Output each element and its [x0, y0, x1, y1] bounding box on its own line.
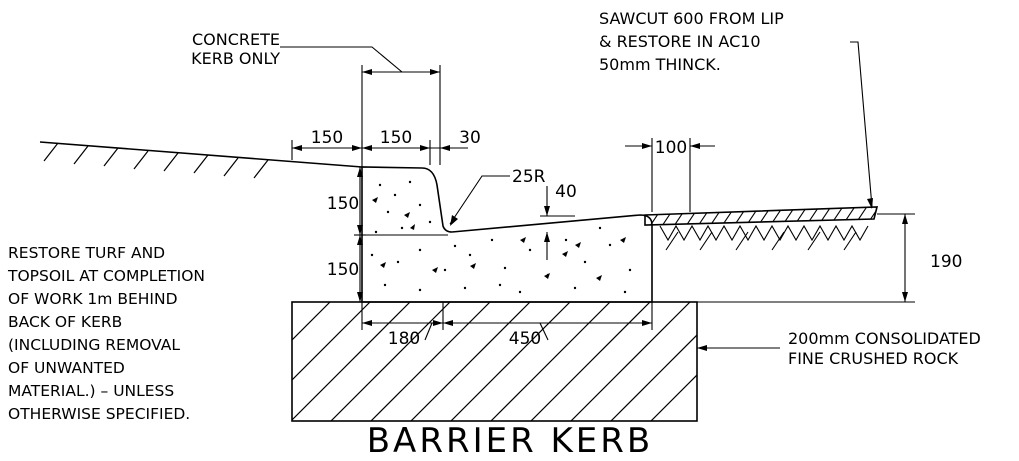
- dim-150-lower: 150: [327, 260, 359, 280]
- dim-190: 190: [930, 252, 962, 272]
- note-line: 200mm CONSOLIDATED: [788, 329, 981, 348]
- dim-25r: 25R: [512, 167, 546, 187]
- note-line: OF WORK 1m BEHIND: [8, 290, 178, 308]
- note-line: OF UNWANTED: [8, 359, 125, 377]
- note-base-course: 200mm CONSOLIDATED FINE CRUSHED ROCK: [788, 329, 981, 368]
- note-line: KERB ONLY: [191, 49, 280, 68]
- dimension-arrows: [292, 69, 908, 351]
- dim-100: 100: [655, 138, 687, 158]
- base-course: [291, 301, 698, 422]
- note-line: SAWCUT 600 FROM LIP: [599, 9, 784, 28]
- note-restore-turf: RESTORE TURF AND TOPSOIL AT COMPLETION O…: [7, 244, 205, 423]
- concrete-aggregate: [370, 180, 632, 294]
- dim-450: 450: [509, 329, 541, 349]
- ac10-surfacing: [644, 206, 879, 251]
- dim-40: 40: [555, 182, 577, 202]
- note-line: CONCRETE: [192, 30, 280, 49]
- drawing-title: BARRIER KERB: [367, 421, 654, 461]
- note-line: OTHERWISE SPECIFIED.: [8, 405, 190, 423]
- natural-ground: [39, 141, 363, 179]
- note-concrete-kerb-only: CONCRETE KERB ONLY: [191, 30, 280, 68]
- dimension-text: 150 150 30 100 25R 40 150 150 190 180 45…: [311, 128, 963, 349]
- note-line: 50mm THINCK.: [599, 55, 721, 74]
- kerb-concrete: [361, 166, 653, 303]
- note-line: RESTORE TURF AND: [8, 244, 165, 262]
- dim-150-left: 150: [311, 128, 343, 148]
- note-line: FINE CRUSHED ROCK: [788, 349, 959, 368]
- note-sawcut: SAWCUT 600 FROM LIP & RESTORE IN AC10 50…: [599, 9, 784, 74]
- dim-180: 180: [388, 329, 420, 349]
- note-line: (INCLUDING REMOVAL: [8, 336, 180, 354]
- note-line: MATERIAL.) – UNLESS: [8, 382, 174, 400]
- dim-30: 30: [459, 128, 481, 148]
- dim-150-top: 150: [380, 128, 412, 148]
- dim-150-upper: 150: [327, 194, 359, 214]
- note-line: BACK OF KERB: [8, 313, 122, 331]
- note-line: TOPSOIL AT COMPLETION: [7, 267, 205, 285]
- note-line: & RESTORE IN AC10: [599, 32, 761, 51]
